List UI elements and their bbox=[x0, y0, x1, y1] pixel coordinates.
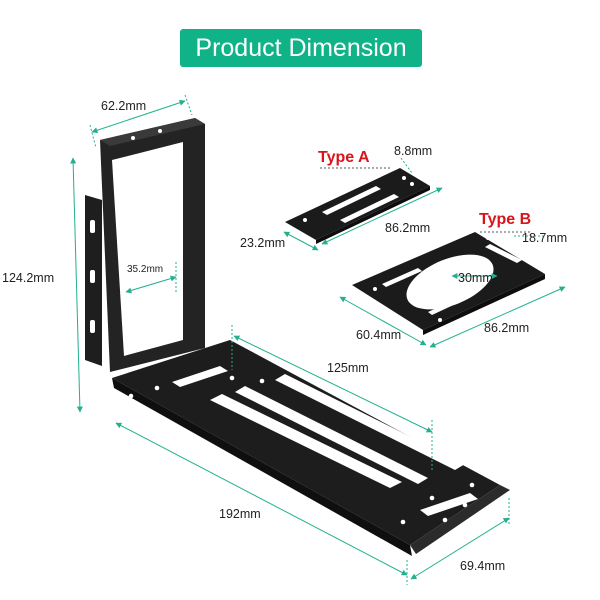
type-b-label: Type B bbox=[479, 211, 531, 228]
dim-type-a-length: 86.2mm bbox=[385, 221, 430, 235]
dim-type-b-width: 60.4mm bbox=[356, 328, 401, 342]
dim-base-length: 192mm bbox=[219, 507, 261, 521]
dimension-lines bbox=[70, 94, 566, 585]
dim-height: 124.2mm bbox=[2, 271, 54, 285]
type-a-label: Type A bbox=[318, 149, 370, 166]
dim-type-a-hole-spacing: 8.8mm bbox=[394, 144, 432, 158]
dim-base-width: 69.4mm bbox=[460, 559, 505, 573]
vertical-bracket bbox=[85, 118, 205, 372]
dim-top-width: 62.2mm bbox=[101, 99, 146, 113]
base-plate bbox=[112, 340, 510, 556]
dim-type-b-hole-spacing: 18.7mm bbox=[522, 231, 567, 245]
dim-inner-width: 35.2mm bbox=[127, 264, 163, 275]
dim-slot-length: 125mm bbox=[327, 361, 369, 375]
dim-type-b-length: 86.2mm bbox=[484, 321, 529, 335]
title-banner: Product Dimension bbox=[180, 29, 422, 67]
dim-type-b-hole-diameter: 30mm bbox=[458, 271, 493, 285]
dim-type-a-width: 23.2mm bbox=[240, 236, 285, 250]
